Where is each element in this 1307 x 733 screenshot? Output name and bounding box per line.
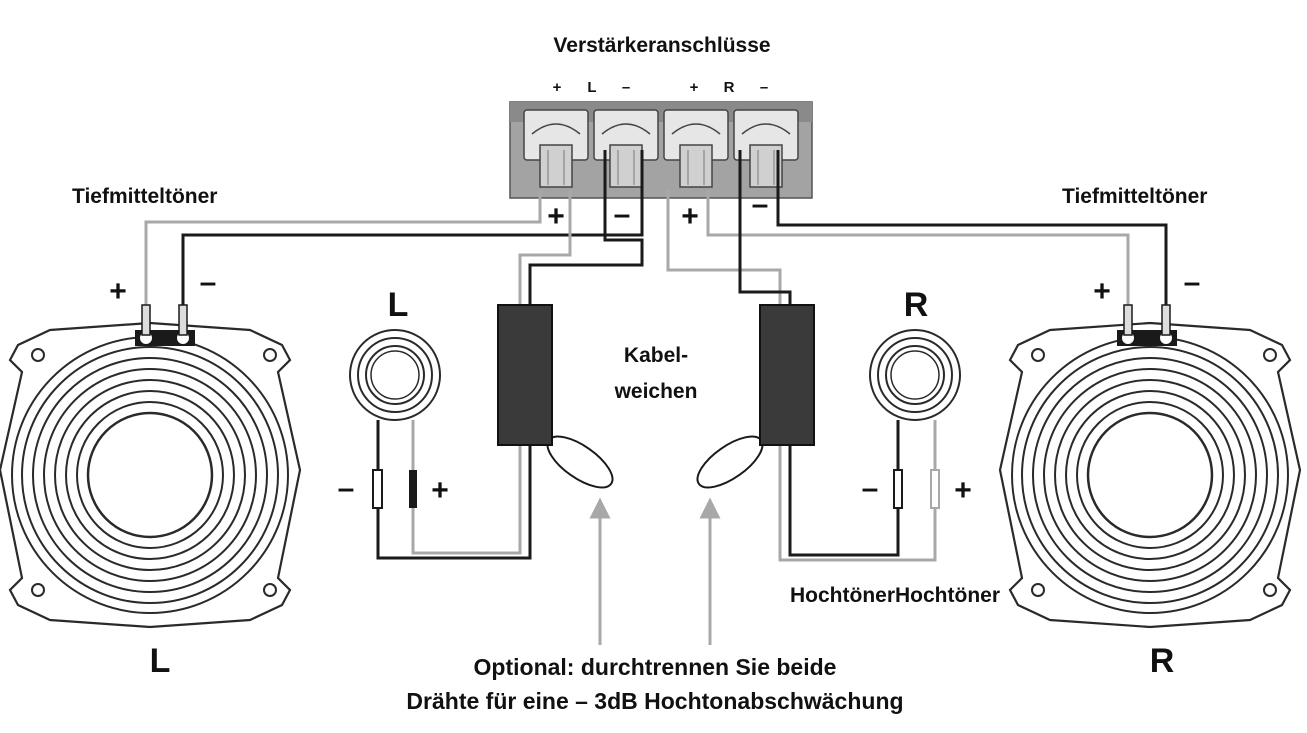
- wire-crossover-left-plus: [518, 190, 572, 306]
- wire-woofer-left-plus: [144, 190, 542, 310]
- wire-crossover-left-minus: [528, 150, 644, 306]
- woofer-right-plus: +: [1093, 275, 1111, 308]
- woofer-left-plus: +: [109, 275, 127, 308]
- block-polarity-l-minus: –: [614, 198, 631, 231]
- woofer-left-minus: –: [200, 266, 217, 299]
- tweeter-right: [869, 329, 961, 421]
- woofer-right-label: Tiefmitteltöner: [1062, 185, 1207, 208]
- tweeter-left-minus: –: [338, 472, 355, 505]
- speaker-right-letter: R: [1150, 642, 1175, 680]
- block-polarity-r-minus: –: [752, 188, 769, 221]
- wire-crossover-right-minus: [738, 150, 792, 306]
- terminal-label-l-minus: –: [622, 79, 630, 96]
- terminal-label-r-minus: –: [760, 79, 768, 96]
- terminal-screw-1: [523, 109, 589, 188]
- woofer-right: [998, 304, 1302, 629]
- terminal-screw-2: [593, 109, 659, 188]
- terminal-label-r-plus: +: [690, 79, 699, 96]
- woofer-left: [0, 304, 302, 629]
- tweeter-left-minus-cap: [372, 469, 383, 509]
- wire-crossover-right-plus: [666, 190, 782, 306]
- block-polarity-l-plus: +: [547, 200, 565, 233]
- note-line-1: Optional: durchtrennen Sie beide: [474, 654, 837, 680]
- tweeter-left-plus-cap: [409, 470, 417, 508]
- tweeter-right-plus-cap: [930, 469, 940, 509]
- tweeter-left-letter: L: [388, 286, 409, 324]
- tweeter-left-plus: +: [431, 474, 449, 507]
- crossover-left: [497, 304, 614, 489]
- wire-woofer-right-minus: [776, 150, 1168, 310]
- wire-woofer-left-minus: [181, 150, 644, 310]
- tweeter-right-minus: –: [862, 472, 879, 505]
- crossover-label-line2: weichen: [614, 380, 698, 403]
- tweeter-right-minus-cap: [893, 469, 903, 509]
- block-polarity-r-plus: +: [681, 200, 699, 233]
- amplifier-terminal-block: [509, 101, 813, 199]
- woofer-left-label: Tiefmitteltöner: [72, 185, 217, 208]
- tweeter-right-plus: +: [954, 474, 972, 507]
- tweeter-left: [349, 329, 441, 421]
- terminal-label-r: R: [724, 79, 735, 96]
- tweeter-caption: HochtönerHochtöner: [790, 584, 1000, 607]
- note-line-2: Drähte für eine – 3dB Hochtonabschwächun…: [406, 688, 903, 714]
- tweeter-right-letter: R: [904, 286, 929, 324]
- terminal-screw-3: [663, 109, 729, 188]
- crossover-label-line1: Kabel-: [624, 344, 688, 367]
- terminal-screw-4: [733, 109, 799, 188]
- wire-woofer-right-plus: [706, 190, 1130, 310]
- terminal-label-l-plus: +: [553, 79, 562, 96]
- terminal-label-l: L: [587, 79, 596, 96]
- amplifier-title: Verstärkeranschlüsse: [553, 34, 770, 57]
- speaker-left-letter: L: [150, 642, 171, 680]
- crossover-right: [696, 304, 815, 489]
- woofer-right-minus: –: [1184, 266, 1201, 299]
